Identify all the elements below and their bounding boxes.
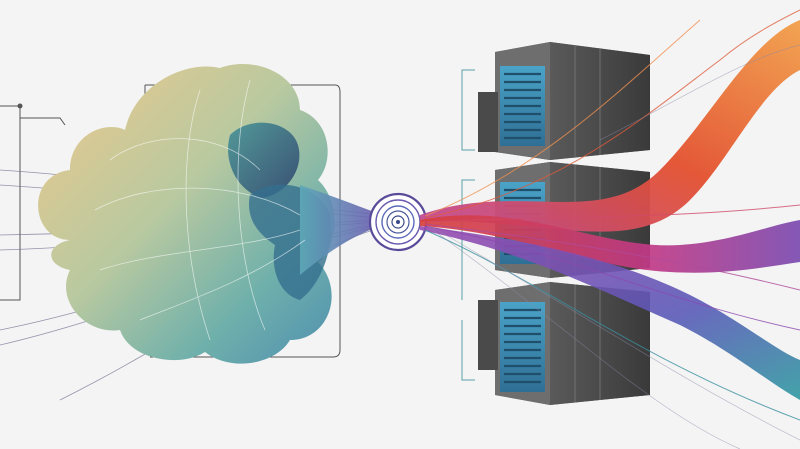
- connection-hub-icon: [368, 192, 428, 252]
- right-data-lines: [429, 44, 800, 449]
- right-frame-lines: [461, 69, 475, 381]
- cloud-icon: [38, 64, 380, 364]
- data-ribbons: [420, 9, 800, 421]
